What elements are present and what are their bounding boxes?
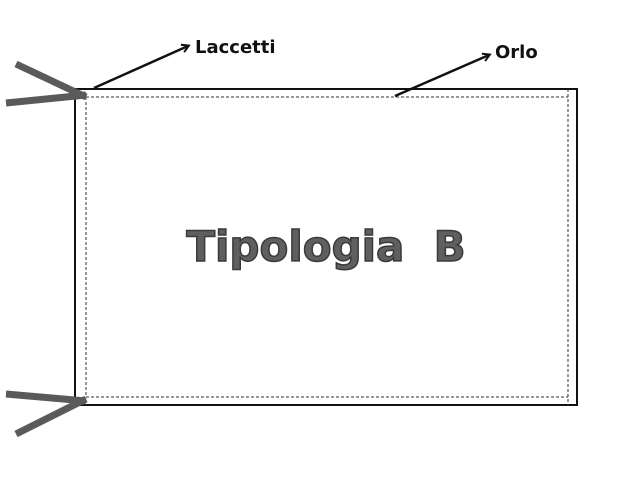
banner-panel [74,88,578,406]
tie-bottom-lower [14,395,88,438]
ties [5,60,88,438]
hem-arrow [394,55,489,98]
ties-arrow [93,46,188,90]
tie-top-upper [14,60,88,101]
tie-top-lower [5,91,87,107]
tie-bottom-upper [5,390,87,405]
hem-label: Orlo [495,42,538,63]
ties-label: Laccetti [195,37,276,58]
hem-stitching [85,89,569,405]
diagram-title: Tipologia B [186,222,465,271]
